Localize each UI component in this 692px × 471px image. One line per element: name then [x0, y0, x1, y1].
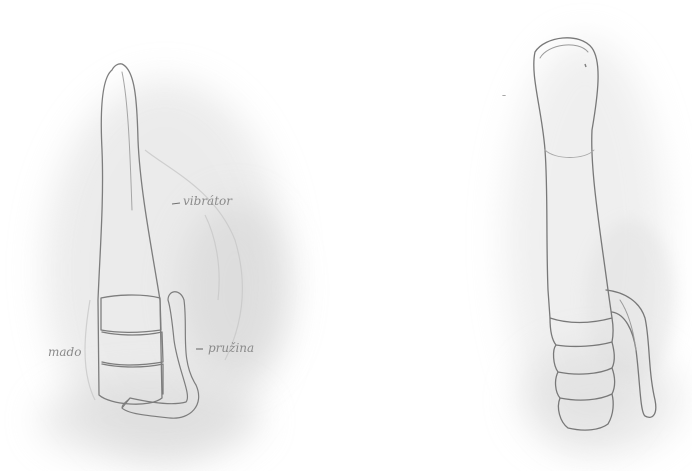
label-pruzina: pružina [208, 341, 254, 355]
label-vibrator: vibrátor [183, 194, 233, 208]
label-mado: mado [48, 345, 81, 359]
right-sketch-dot [585, 64, 586, 67]
stray-pencil-mark: ᐨ [500, 91, 506, 105]
